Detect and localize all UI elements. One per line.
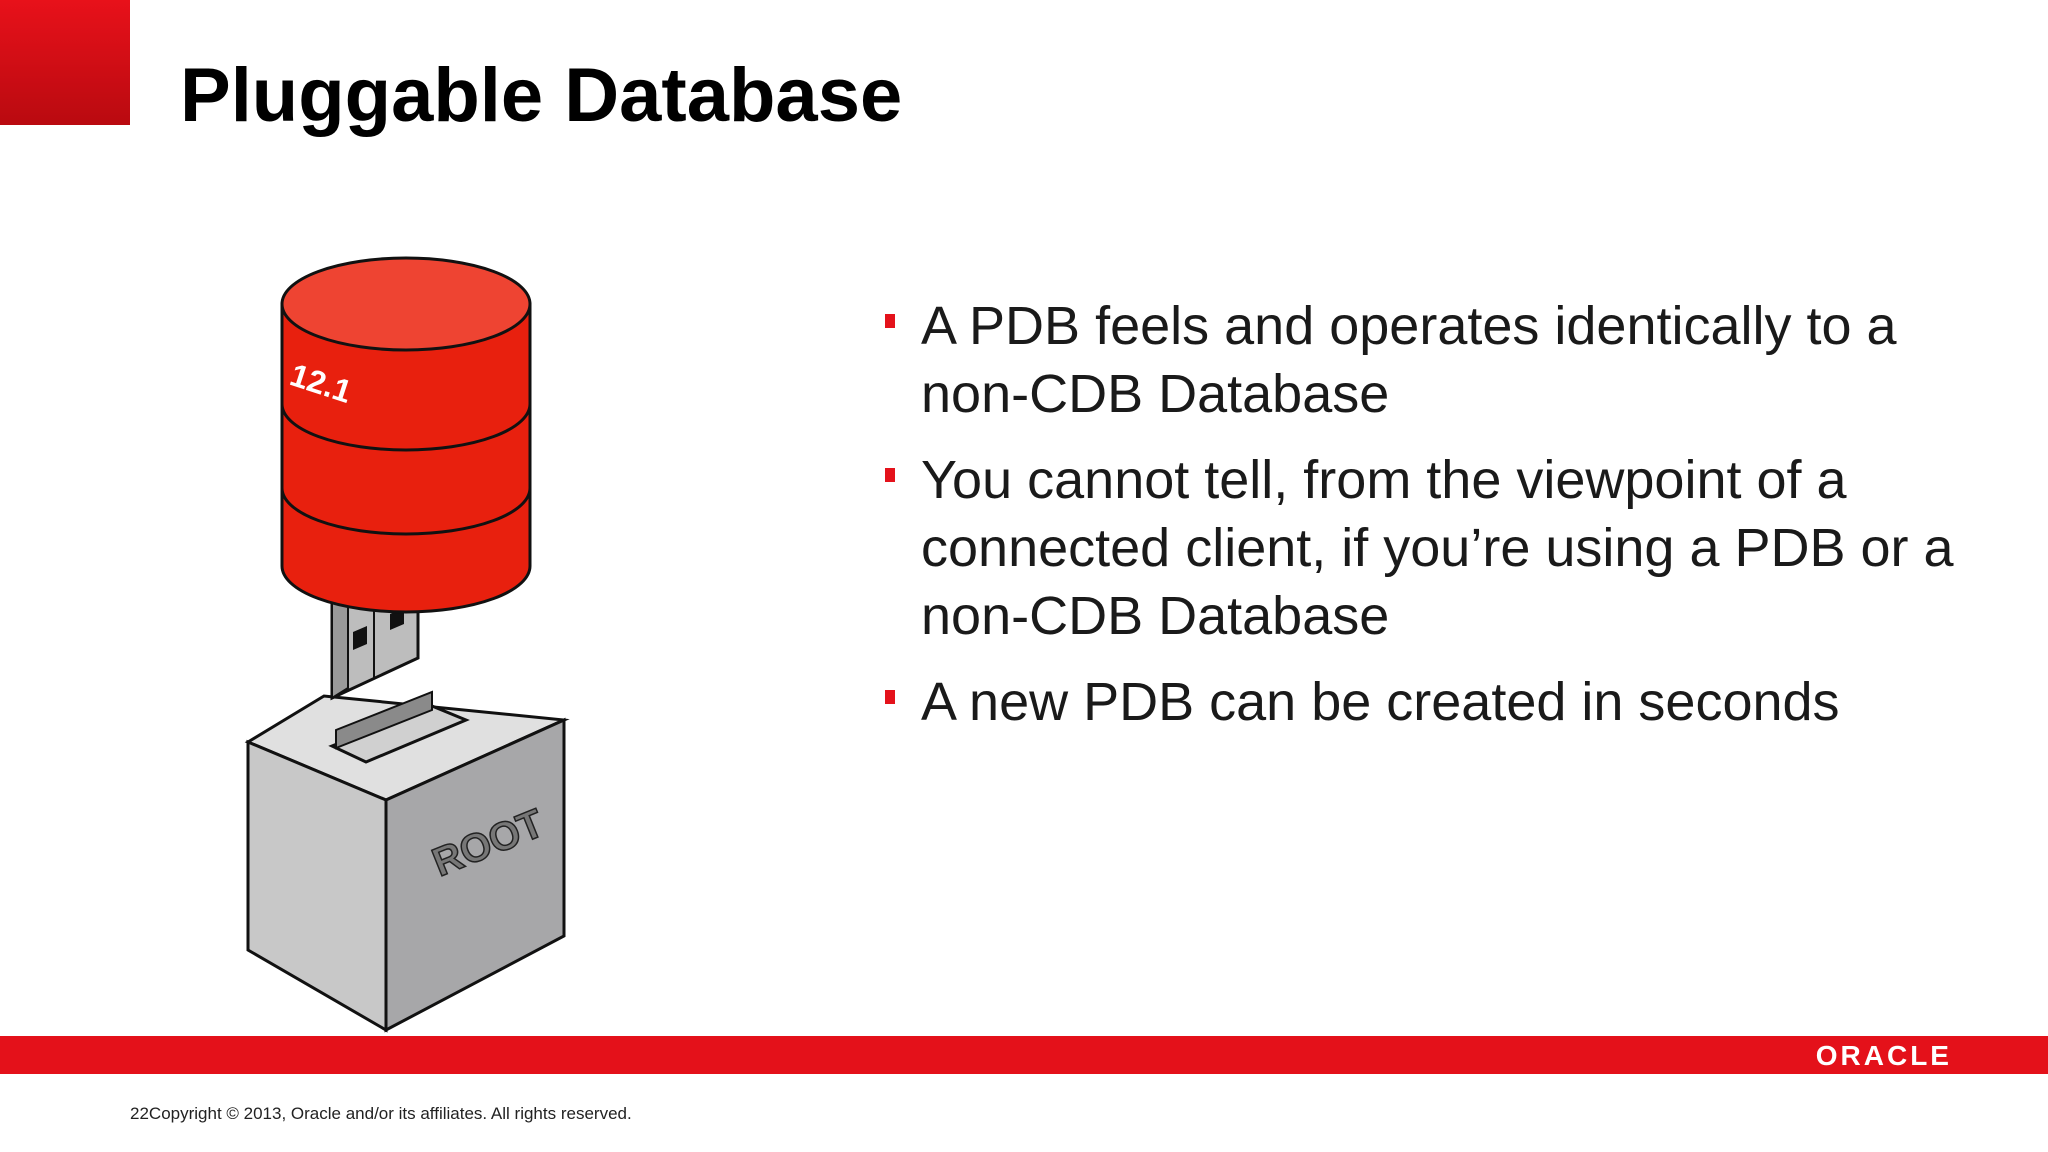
bullet-text: A new PDB can be created in seconds [921,672,1840,732]
footer-red-bar [0,1036,2048,1074]
page-number: 22 [130,1104,149,1123]
corner-accent-block [0,0,130,125]
root-cube: ROOT [244,690,570,1033]
copyright-text: Copyright © 2013, Oracle and/or its affi… [148,1104,632,1123]
oracle-logo: ORACLE [1815,1040,1952,1071]
bullet-text: A PDB feels and operates identically to … [921,296,1897,424]
slide-title: Pluggable Database [180,53,903,138]
bullet-square-icon [885,314,895,328]
bullet-item: A PDB feels and operates identically to … [885,292,2015,428]
bullet-text: You cannot tell, from the viewpoint of a… [921,450,1954,646]
database-cylinder-icon: 12.1 [280,256,532,614]
bullet-square-icon [885,468,895,482]
bullet-list: A PDB feels and operates identically to … [885,292,2015,754]
bullet-item: You cannot tell, from the viewpoint of a… [885,446,2015,650]
footer-copyright-line: 22Copyright © 2013, Oracle and/or its af… [130,1104,632,1124]
bullet-item: A new PDB can be created in seconds [885,668,2015,736]
pluggable-database-illustration: ROOT 12.1 [244,256,570,1033]
bullet-square-icon [885,690,895,704]
